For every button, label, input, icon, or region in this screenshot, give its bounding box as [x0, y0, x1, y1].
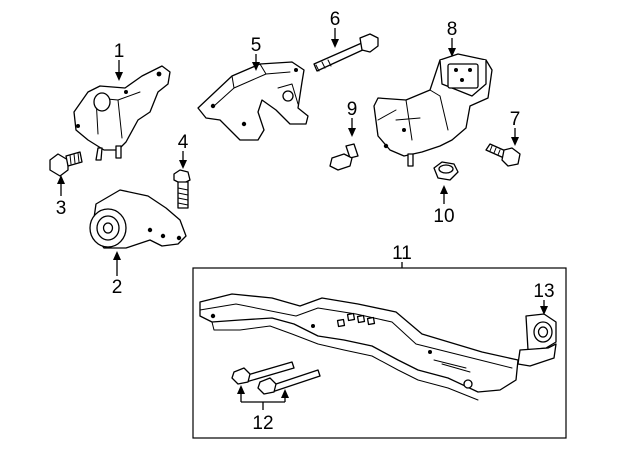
callout-9: 9: [347, 99, 358, 120]
part-3-bolt[interactable]: [49, 151, 83, 177]
part-7-bolt[interactable]: [485, 143, 521, 167]
callout-12: 12: [252, 413, 273, 434]
callout-10: 10: [433, 206, 454, 227]
part-10-nut[interactable]: [433, 161, 459, 181]
part-2-transmission-mount[interactable]: [89, 189, 187, 249]
part-6-long-bolt[interactable]: [313, 33, 379, 72]
part-5-bracket[interactable]: [197, 61, 309, 141]
callout-leaders: [57, 28, 548, 410]
callout-labels: 1 2 3 4 5 6 7 8 9 10 11 12 13: [56, 9, 555, 434]
part-4-bolt[interactable]: [173, 169, 191, 209]
callout-5: 5: [251, 35, 262, 56]
part-12-bolts[interactable]: [231, 361, 321, 395]
part-1-engine-mount[interactable]: [73, 65, 171, 161]
part-8-mount-assembly[interactable]: [373, 53, 493, 167]
callout-4: 4: [178, 132, 189, 153]
callout-8: 8: [447, 19, 458, 40]
part-13-insulator[interactable]: [517, 313, 557, 367]
callout-13: 13: [533, 281, 554, 302]
callout-3: 3: [56, 198, 67, 219]
part-9-bolt[interactable]: [329, 143, 359, 171]
callout-7: 7: [510, 109, 521, 130]
crossmember-group-frame: [192, 267, 567, 439]
callout-1: 1: [114, 41, 125, 62]
part-11-crossmember[interactable]: [199, 293, 519, 401]
callout-2: 2: [112, 277, 123, 298]
callout-6: 6: [330, 9, 341, 30]
callout-11: 11: [392, 243, 412, 264]
